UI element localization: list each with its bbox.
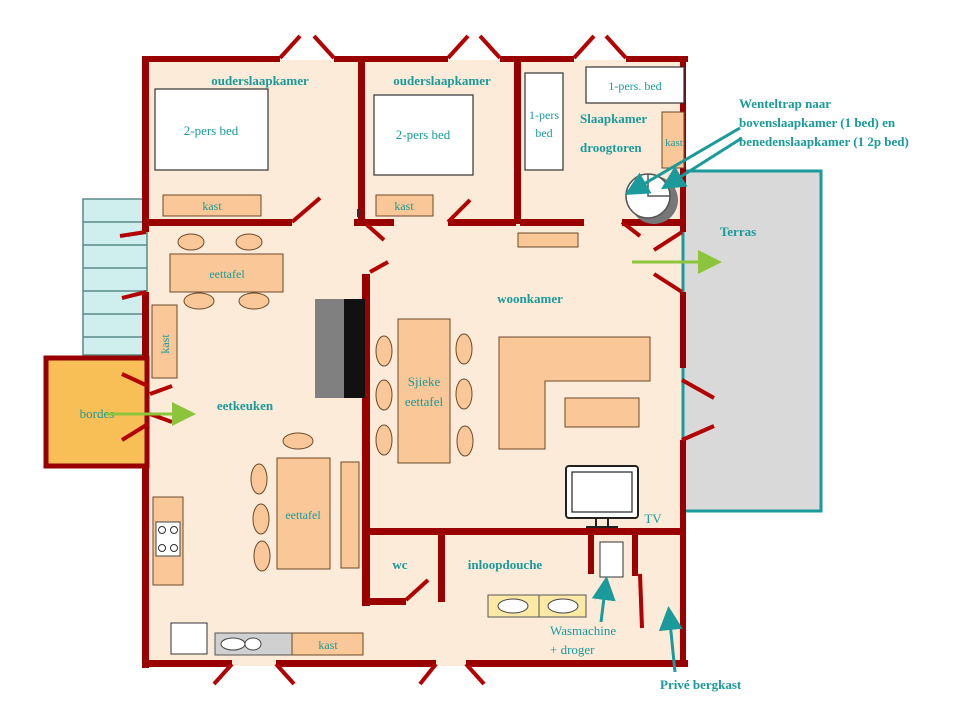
washer-note-line2: + droger	[550, 642, 595, 657]
double-bed-1	[154, 88, 269, 171]
double-bed-2	[373, 94, 474, 176]
kitchen-counter-label: kast	[318, 638, 338, 652]
wardrobe-bedroom-1	[162, 194, 262, 217]
single-bed-a-label-line2: bed	[535, 126, 552, 140]
kitchen-label: eetkeuken	[217, 398, 274, 413]
washing-machine	[599, 541, 624, 578]
terrace-area	[681, 169, 823, 513]
dining-table-2-label: eettafel	[285, 508, 321, 522]
washer-arrow	[591, 576, 616, 623]
bathroom-sinks	[487, 594, 587, 618]
wardrobe-bedroom-2-label: kast	[394, 199, 414, 213]
wardrobe-bedroom-1-label: kast	[202, 199, 222, 213]
double-bed-1-label: 2-pers bed	[184, 123, 239, 138]
kitchen-cabinet	[151, 304, 178, 379]
fancy-table-label-line2: eettafel	[405, 394, 444, 409]
kitchen-cabinet-label: kast	[158, 334, 172, 354]
kitchen-dining-set-1	[177, 233, 270, 310]
hall-shelf	[517, 232, 579, 248]
fridge	[170, 622, 208, 655]
double-bed-2-label: 2-pers bed	[396, 127, 451, 142]
kitchen-dining-set-2	[250, 432, 360, 572]
wardrobe-bedroom-3-label: kast	[665, 137, 683, 149]
storage-arrow	[658, 606, 683, 673]
stair-note-line2: bovenslaapkamer (1 bed) en	[739, 115, 896, 130]
fancy-dining-table	[397, 318, 451, 464]
bedroom-3-label: Slaapkamer	[580, 111, 647, 126]
interior-walls	[146, 60, 684, 606]
kitchen-sink	[214, 632, 293, 656]
single-bed-a	[524, 72, 564, 171]
wardrobe-bedroom-2	[375, 194, 434, 217]
wc-label: wc	[392, 557, 407, 572]
living-room-label: woonkamer	[497, 291, 563, 306]
fancy-table-label-line1: Sjieke	[408, 374, 441, 389]
single-bed-b-label: 1-pers. bed	[608, 79, 661, 93]
single-bed-a-label-line1: 1-pers	[529, 108, 559, 122]
landing-label: bordes	[80, 406, 115, 421]
stove	[152, 496, 184, 586]
corner-sofa	[498, 336, 651, 450]
living-chairs	[375, 333, 474, 457]
stair-arrow-1	[624, 126, 741, 196]
doors	[119, 34, 715, 686]
dining-table-2	[276, 457, 331, 570]
tv-icon	[565, 465, 639, 528]
stair-arrow-2	[660, 136, 743, 190]
tv-label: TV	[644, 511, 662, 526]
fireplace	[315, 299, 365, 398]
dining-table-1-label: eettafel	[209, 267, 245, 281]
shower-label: inloopdouche	[468, 557, 543, 572]
coffee-table	[564, 397, 640, 428]
dryer-tower-label: droogtoren	[580, 140, 642, 155]
stair-note-line1: Wenteltrap naar	[739, 96, 831, 111]
single-bed-b	[585, 66, 685, 104]
washer-note-line1: Wasmachine	[550, 623, 616, 638]
dining-table-1	[169, 253, 284, 293]
bedroom-1-label: ouderslaapkamer	[211, 73, 309, 88]
bedroom-2-label: ouderslaapkamer	[393, 73, 491, 88]
terrace-label: Terras	[720, 224, 756, 239]
kitchen-counter	[291, 632, 364, 656]
storage-note: Privé bergkast	[660, 677, 742, 692]
outside-stairs	[82, 198, 148, 356]
stair-note-line3: benedenslaapkamer (1 2p bed)	[739, 134, 909, 149]
